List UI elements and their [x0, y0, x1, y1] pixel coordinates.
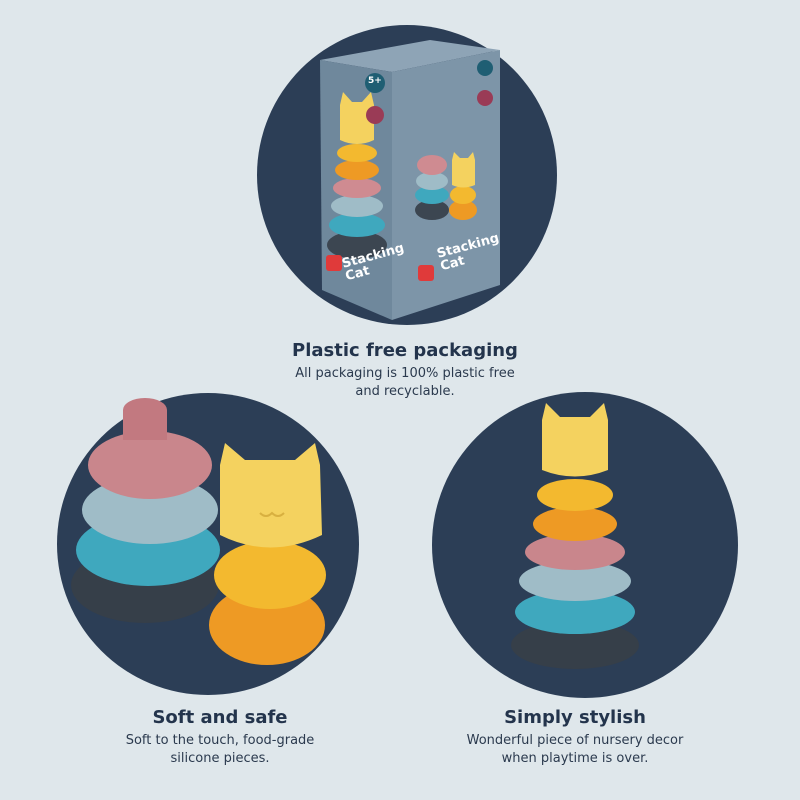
feature-line: All packaging is 100% plastic free	[295, 366, 515, 381]
feature-soft-safe: Soft and safe Soft to the touch, food-gr…	[70, 707, 370, 768]
feature-title: Plastic free packaging	[292, 340, 518, 361]
feature-line: and recyclable.	[355, 384, 455, 399]
box-age-badge-text: 5+	[368, 76, 382, 86]
feature-line: silicone pieces.	[170, 751, 270, 766]
feature-simply-stylish: Simply stylish Wonderful piece of nurser…	[425, 707, 725, 768]
feature-title: Soft and safe	[152, 707, 288, 728]
stacked-tower-image	[511, 403, 639, 669]
stack-split-image	[71, 398, 326, 665]
feature-line: Soft to the touch, food-grade	[125, 733, 315, 748]
product-box-image	[320, 40, 500, 320]
box-front-stack	[327, 92, 387, 259]
feature-line: Wonderful piece of nursery decor	[466, 733, 684, 748]
box-side-stack	[415, 152, 477, 220]
feature-title: Simply stylish	[504, 707, 646, 728]
feature-plastic-free: Plastic free packaging All packaging is …	[205, 340, 605, 401]
feature-line: when playtime is over.	[501, 751, 649, 766]
